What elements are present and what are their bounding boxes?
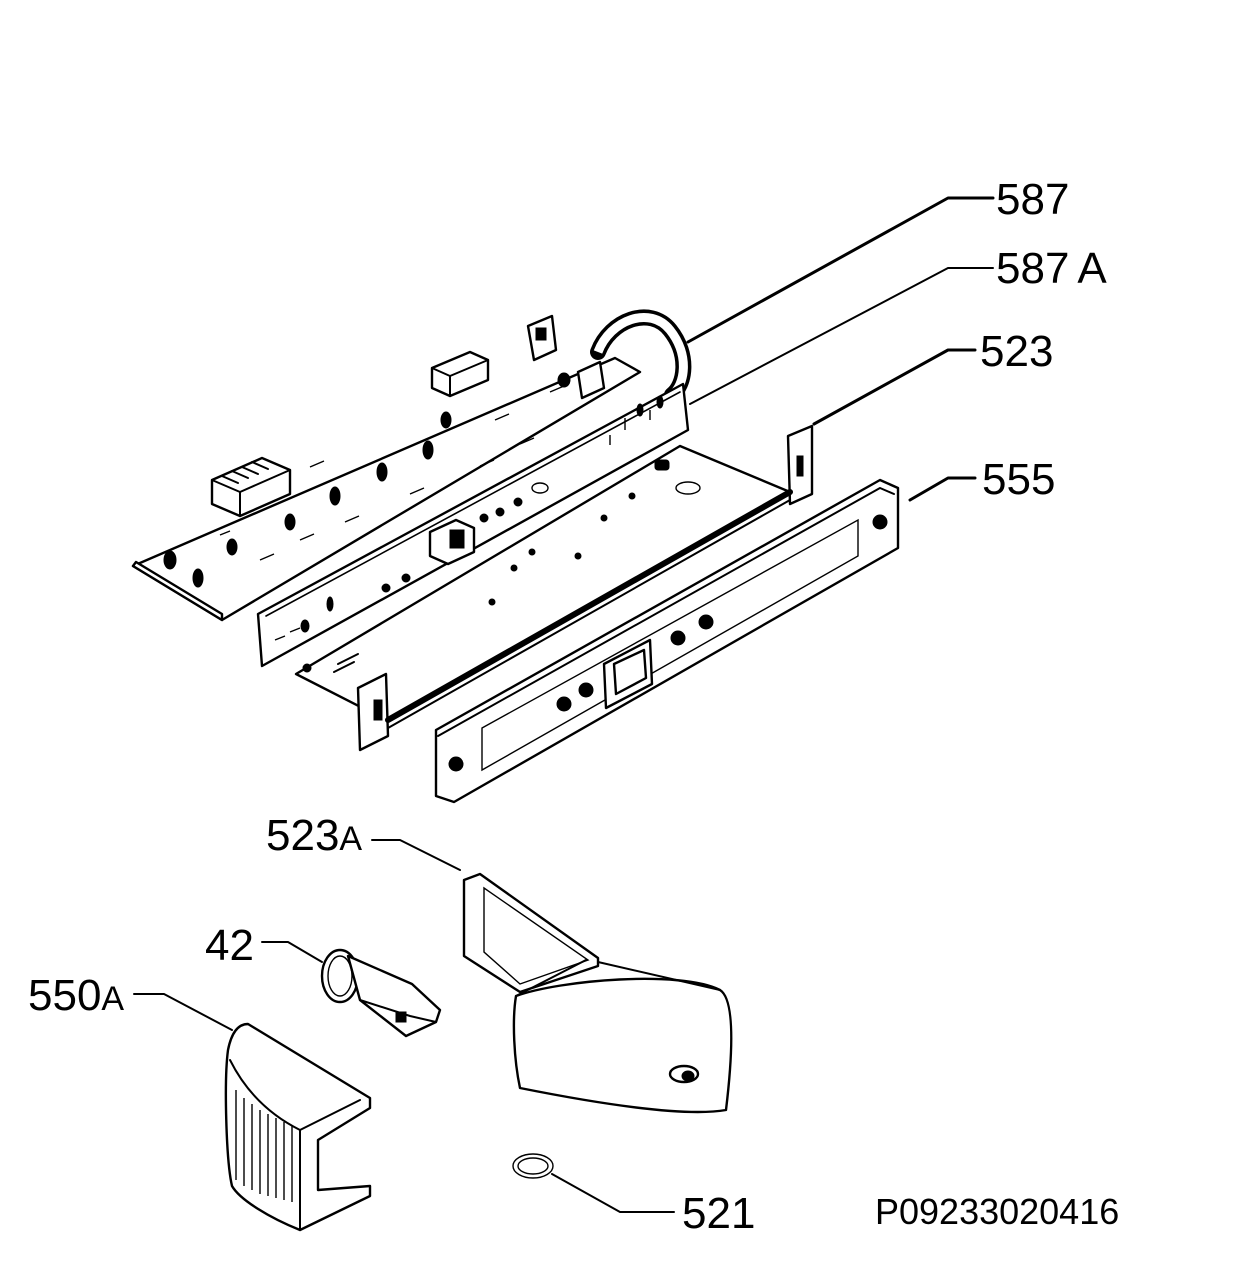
label-521: 521 (682, 1189, 755, 1238)
label-42: 42 (205, 921, 254, 970)
part-523-bracket (294, 424, 814, 752)
document-code: P09233020416 (875, 1191, 1119, 1232)
label-523: 523 (980, 327, 1053, 376)
part-523A-end-cap (462, 872, 733, 1114)
part-587A-display-board (256, 382, 690, 668)
label-550A: 550A (28, 971, 124, 1020)
part-587-main-board (131, 309, 692, 622)
label-555: 555 (982, 455, 1055, 504)
label-587: 587 (996, 175, 1069, 224)
part-550A-end-cap (224, 1022, 372, 1232)
part-521-ring (512, 1153, 554, 1179)
leader-lines (133, 196, 995, 1213)
part-42-knob (320, 948, 442, 1038)
label-523A: 523A (266, 811, 362, 860)
part-555-fascia (434, 478, 900, 804)
